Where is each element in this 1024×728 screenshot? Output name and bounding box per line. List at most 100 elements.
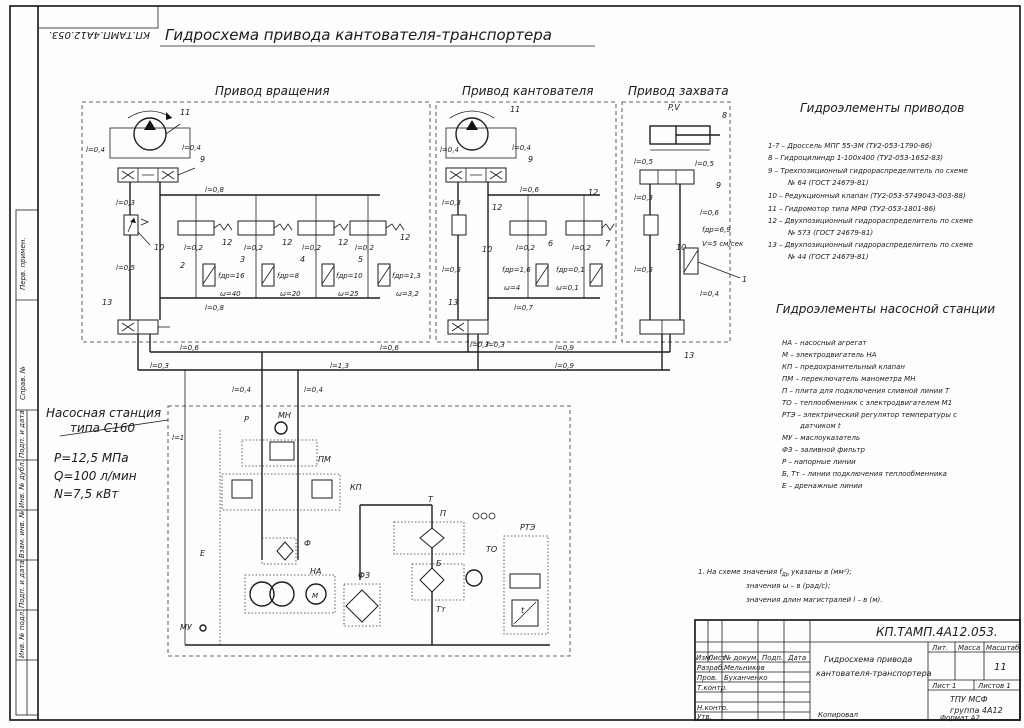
side-cell-1: Справ. № <box>19 366 27 400</box>
svg-text:Масса: Масса <box>958 644 980 652</box>
side-cell-3: Инв. № дубл. <box>18 460 26 508</box>
svg-text:8: 8 <box>722 111 727 120</box>
svg-text:fдр=1,3: fдр=1,3 <box>392 272 421 280</box>
svg-text:l=0,3: l=0,3 <box>470 341 489 349</box>
grip-drive: P,V 8 l=0,5 l=0,5 9 l=0,3 l=0,6 l=0,5 l=… <box>634 103 747 360</box>
svg-text:l=0,4: l=0,4 <box>86 146 105 154</box>
svg-text:13: 13 <box>102 298 112 307</box>
grip-group-label: Привод захвата <box>628 84 729 98</box>
side-cell-2: Подп. и дата <box>18 410 26 458</box>
svg-text:P: P <box>244 415 249 424</box>
legend-pump: Гидроэлементы насосной станции НА – насо… <box>776 302 995 490</box>
svg-text:Лист 1: Лист 1 <box>931 682 956 690</box>
svg-text:12: 12 <box>282 238 292 247</box>
svg-text:l=0,9: l=0,9 <box>555 344 574 352</box>
svg-text:11: 11 <box>510 105 520 114</box>
svg-text:ω=3,2: ω=3,2 <box>396 290 419 298</box>
mirrored-stamp: КП.ТАМП.4А12.053. <box>37 5 159 40</box>
svg-text:t: t <box>521 606 525 615</box>
svg-text:датчиком t: датчиком t <box>799 422 841 430</box>
svg-text:fдр=8: fдр=8 <box>277 272 300 280</box>
svg-text:E: E <box>200 549 206 558</box>
svg-text:13: 13 <box>684 351 694 360</box>
pump-station-elements: E МУ МН P ПМ КП Ф M НА ФЗ T <box>180 370 550 646</box>
svg-text:Лит.: Лит. <box>931 644 948 652</box>
svg-text:fдр=16: fдр=16 <box>218 272 245 280</box>
svg-text:ФЗ – заливной фильтр: ФЗ – заливной фильтр <box>782 446 865 454</box>
pump-flow: Q=100 л/мин <box>54 469 137 483</box>
svg-text:V=5 см/сек: V=5 см/сек <box>702 240 744 248</box>
svg-text:l=0,8: l=0,8 <box>205 186 224 194</box>
notes: 1. На схеме значения fДр указаны в (мм²)… <box>698 568 882 604</box>
relief-valve-kp <box>231 479 253 499</box>
svg-text:Мельников: Мельников <box>724 664 765 672</box>
svg-text:ПМ: ПМ <box>318 455 331 464</box>
legend-pump-heading: Гидроэлементы насосной станции <box>776 302 995 316</box>
svg-text:Тт: Тт <box>436 605 446 614</box>
svg-text:l=0,2: l=0,2 <box>302 244 321 252</box>
svg-text:1: 1 <box>742 275 747 284</box>
pump-station-info: Насосная станция типа С160 P=12,5 МПа Q=… <box>46 406 184 501</box>
svg-text:ω=4: ω=4 <box>504 284 520 292</box>
svg-text:Б: Б <box>436 559 442 568</box>
pump-power: N=7,5 кВт <box>54 487 119 501</box>
gauge-switch-pm <box>269 441 295 461</box>
svg-text:8 – Гидроцилиндр 1-100х400 (ТУ: 8 – Гидроцилиндр 1-100х400 (ТУ2-053-1652… <box>768 154 943 162</box>
svg-text:значения длин магистралей l –: значения длин магистралей l – в (м). <box>746 596 882 604</box>
svg-text:значения ω – в (рад/с);: значения ω – в (рад/с); <box>746 582 830 590</box>
svg-text:Разраб.: Разраб. <box>697 664 725 672</box>
svg-text:l=0,4: l=0,4 <box>440 146 459 154</box>
svg-text:fдр=1,6: fдр=1,6 <box>502 266 531 274</box>
svg-text:3: 3 <box>240 255 245 264</box>
svg-text:6: 6 <box>548 239 553 248</box>
manometer-mn <box>274 421 288 435</box>
svg-text:Ф: Ф <box>304 539 311 548</box>
svg-text:Н.контр.: Н.контр. <box>697 704 728 712</box>
svg-text:10: 10 <box>482 245 492 254</box>
svg-text:l=0,8: l=0,8 <box>205 304 224 312</box>
svg-text:l=0,7: l=0,7 <box>514 304 533 312</box>
svg-text:l=0,5: l=0,5 <box>634 266 653 274</box>
svg-text:l=0,6: l=0,6 <box>520 186 539 194</box>
mirrored-code: КП.ТАМП.4А12.053. <box>49 29 150 40</box>
svg-text:12: 12 <box>588 188 598 197</box>
main-lines: l=0,6 l=0,3 l=0,6 l=0,3 l=0,3 l=1,3 l=0,… <box>137 334 671 560</box>
svg-text:l=0,5: l=0,5 <box>442 266 461 274</box>
svg-text:4: 4 <box>300 255 305 264</box>
svg-text:Буханченко: Буханченко <box>724 674 767 682</box>
grip-group-box <box>621 101 731 343</box>
svg-text:Утв.: Утв. <box>697 713 712 721</box>
svg-text:l=0,3: l=0,3 <box>634 194 653 202</box>
svg-text:l=0,6: l=0,6 <box>380 344 399 352</box>
svg-text:P,V: P,V <box>668 103 680 112</box>
svg-text:l=0,4: l=0,4 <box>700 290 719 298</box>
svg-text:1. На схеме значения fДр указа: 1. На схеме значения fДр указаны в (мм²)… <box>698 568 852 578</box>
pump-unit-na <box>244 574 336 614</box>
svg-text:Листов 1: Листов 1 <box>977 682 1011 690</box>
svg-text:l=0,2: l=0,2 <box>244 244 263 252</box>
svg-text:ω=0,1: ω=0,1 <box>556 284 579 292</box>
title-block: КП.ТАМП.4А12.053. Гидросхема привода кан… <box>694 619 1021 722</box>
svg-text:l=1,3: l=1,3 <box>330 362 349 370</box>
svg-text:П – плита для подключения слив: П – плита для подключения сливной линии … <box>782 387 950 395</box>
svg-text:М – электродвигатель НА: М – электродвигатель НА <box>782 351 877 359</box>
svg-text:l=0,4: l=0,4 <box>512 144 531 152</box>
svg-text:10 – Редукционный клапан (ТУ2-: 10 – Редукционный клапан (ТУ2-053-574904… <box>768 192 966 200</box>
doc-name-1: Гидросхема привода <box>824 655 912 664</box>
doc-name-2: кантователя-транспортера <box>816 669 932 678</box>
tilter-drive: 11 l=0,4 l=0,4 9 l=0,6 l=0,7 l=0,3 l=0,5… <box>440 105 615 335</box>
svg-text:ω=25: ω=25 <box>338 290 359 298</box>
svg-text:РТЭ – электрический регулятор: РТЭ – электрический регулятор температур… <box>782 411 957 419</box>
side-cell-5: Подп. и дата <box>18 560 26 608</box>
svg-text:ФЗ: ФЗ <box>358 571 370 580</box>
svg-text:12 – Двухпозиционный гидрорасп: 12 – Двухпозиционный гидрораспределитель… <box>768 217 973 225</box>
svg-text:№ 64 (ГОСТ 24679-81): № 64 (ГОСТ 24679-81) <box>787 179 869 187</box>
svg-text:Е – дренажные линии: Е – дренажные линии <box>782 482 863 490</box>
svg-text:ω=20: ω=20 <box>280 290 301 298</box>
svg-text:10: 10 <box>676 243 686 252</box>
svg-text:ТПУ МСФ: ТПУ МСФ <box>950 695 988 704</box>
pump-pressure: P=12,5 МПа <box>54 451 129 465</box>
svg-text:l=0,2: l=0,2 <box>516 244 535 252</box>
svg-text:5: 5 <box>358 255 363 264</box>
